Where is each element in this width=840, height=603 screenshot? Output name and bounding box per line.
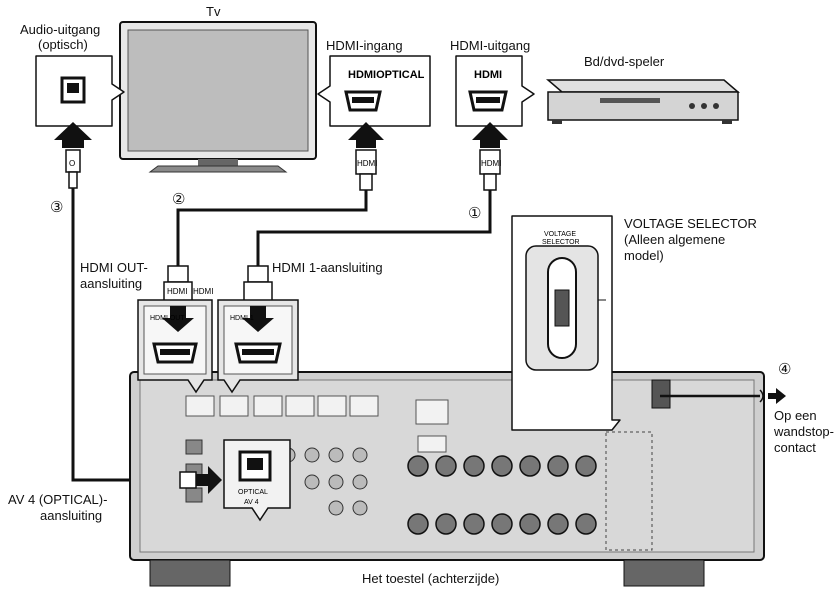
unit-label: Het toestel (achterzijde): [362, 571, 500, 586]
player-hdmi-out-callout: [455, 55, 535, 127]
tv-label: Tv: [206, 4, 221, 19]
tv-icon: [119, 21, 317, 173]
audio-out-label-line1: Audio-uitgang: [20, 22, 101, 37]
plug-arrows: [54, 122, 508, 148]
bd-dvd-player-icon: [545, 79, 741, 124]
num-3: ③: [50, 199, 64, 216]
hdmi-plug-text-1: HDMI: [357, 159, 377, 168]
voltage-panel-title-1: VOLTAGE: [544, 231, 576, 238]
zoom-hdmi-out-text: HDMI OUT: [150, 315, 185, 322]
hdmi-out-zoom: [137, 299, 213, 394]
zoom-hdmi1-text: HDMI 1: [230, 315, 254, 322]
tv-optical-out-callout: [35, 55, 125, 127]
tv-port-text: HDMIOPTICAL: [348, 69, 425, 81]
num-4: ④: [778, 361, 792, 378]
zoom-optical-text: OPTICAL: [238, 489, 268, 496]
player-label: Bd/dvd-speler: [584, 54, 665, 69]
voltage-panel-title-2: SELECTOR: [542, 239, 580, 246]
hdmi-plug-text-2: HDMI: [481, 159, 501, 168]
optical-av4-zoom: [179, 439, 291, 522]
av4-label-line2: aansluiting: [40, 508, 103, 523]
power-cord: [660, 388, 786, 404]
audio-out-label-line2: (optisch): [38, 37, 88, 52]
hdmi-cable-2: [163, 149, 377, 303]
hdmi1-zoom: [217, 299, 299, 394]
hdmi-out-connection-label-line1: HDMI OUT-: [80, 260, 148, 275]
av4-label-line1: AV 4 (OPTICAL)-: [8, 492, 108, 507]
hdmi-cable-1: [243, 149, 501, 303]
voltage-label-line2: (Alleen algemene: [624, 232, 726, 247]
player-port-text: HDMI: [474, 69, 502, 81]
num-1: ①: [468, 205, 482, 222]
hdmi-out-label: HDMI-uitgang: [450, 38, 531, 53]
hdmi-out-connection-label-line2: aansluiting: [80, 276, 143, 291]
voltage-label-line3: model): [624, 248, 664, 263]
hdmi-in-label: HDMI-ingang: [326, 38, 403, 53]
voltage-selector-callout: [511, 215, 621, 431]
wall-outlet-label-line1: Op een: [774, 408, 817, 423]
voltage-label-line1: VOLTAGE SELECTOR: [624, 216, 757, 231]
hdmi1-connection-label: HDMI 1-aansluiting: [272, 260, 383, 275]
tv-hdmi-in-callout: [317, 55, 431, 127]
zoom-av4-text: AV 4: [244, 499, 259, 506]
wall-outlet-label-line3: contact: [774, 440, 816, 455]
hdmi-plug-text-4: HDMI: [193, 287, 213, 296]
optical-plug-text: O: [69, 159, 75, 168]
wall-outlet-label-line2: wandstop-: [774, 424, 834, 439]
num-2: ②: [172, 191, 186, 208]
hdmi-plug-text-3: HDMI: [167, 287, 187, 296]
